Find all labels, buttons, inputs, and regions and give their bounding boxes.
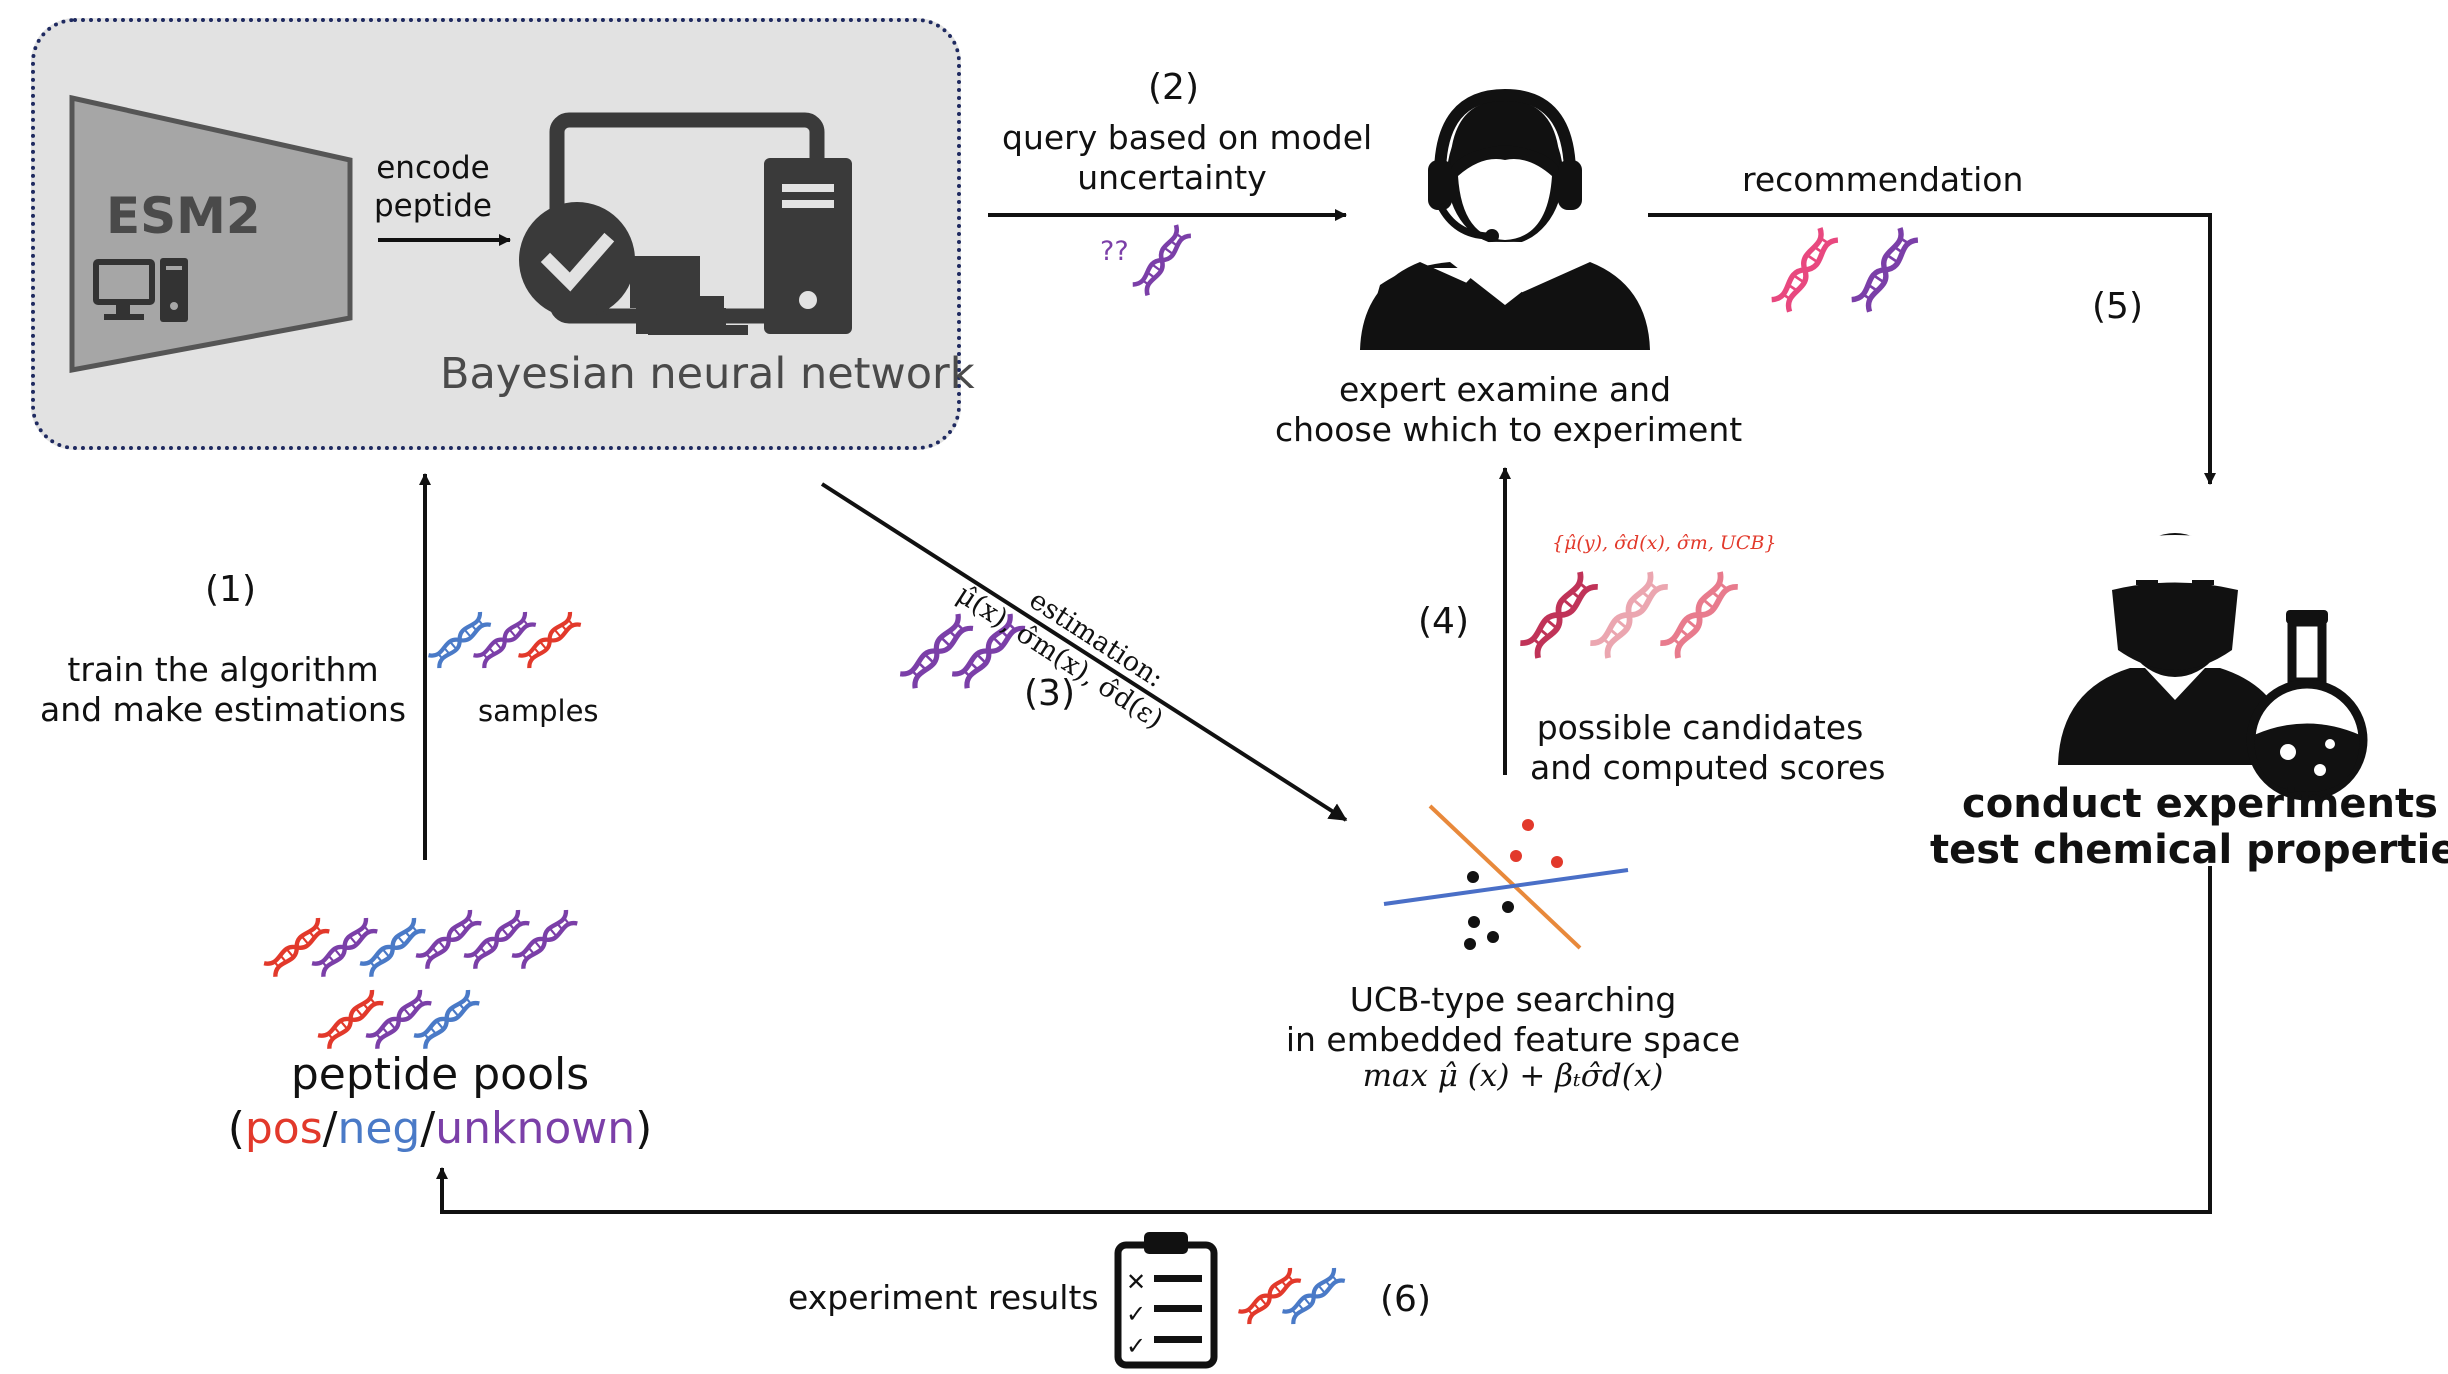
expert-text: expert examine and choose which to exper…	[1275, 370, 1743, 450]
step2-number: (2)	[1148, 67, 1199, 108]
pc-tower-icon	[764, 158, 852, 334]
monitor-check-icon	[519, 112, 825, 335]
step1-text: train the algorithm and make estimations	[39, 650, 407, 730]
headset-person-icon	[1360, 88, 1650, 350]
svg-text:✕: ✕	[1126, 1268, 1146, 1296]
encode-peptide-label: encode peptide	[374, 150, 492, 224]
dna-helix-icon	[900, 614, 973, 688]
dna-helix-icon	[1283, 1268, 1345, 1324]
ucb-text: UCB-type searching in embedded feature s…	[1285, 980, 1741, 1060]
samples-label: samples	[478, 694, 599, 728]
pools-close-paren: )	[635, 1103, 653, 1154]
recommendation-arrow	[1648, 213, 2216, 485]
ucb-formula: max μ̂ (x) + βₜσ̂d(x)	[1362, 1058, 1664, 1094]
pools-types: (pos/neg/unknown)	[180, 1102, 700, 1156]
pools-neg: neg	[337, 1103, 421, 1154]
dna-helix-icon	[1852, 228, 1918, 312]
uncertain-query-marks: ??	[1100, 236, 1129, 267]
computer-icon	[93, 258, 188, 322]
dna-helix-icon	[1772, 228, 1838, 312]
pools-pos: pos	[244, 1103, 323, 1154]
ucb-boundary-blue	[1383, 868, 1629, 906]
experiments-line2: test chemical properties	[1930, 827, 2448, 873]
svg-text:✓: ✓	[1126, 1300, 1146, 1328]
esm2-label: ESM2	[106, 187, 261, 245]
step2-text: query based on model uncertainty	[1002, 118, 1373, 198]
dna-helix-icon	[429, 612, 491, 668]
step3-number: (3)	[1024, 673, 1075, 714]
ucb-scatter-plot	[1383, 804, 1629, 950]
pools-slash-1: /	[322, 1103, 338, 1154]
dna-helix-icon	[474, 612, 536, 668]
dna-helix-icon	[519, 612, 581, 668]
ucb-boundary-orange	[1428, 804, 1582, 950]
results-arrow	[436, 866, 2212, 1214]
pools-open-paren: (	[227, 1103, 245, 1154]
step6-number: (6)	[1380, 1279, 1431, 1320]
experiment-results-label: experiment results	[788, 1278, 1099, 1317]
pools-unknown: unknown	[435, 1103, 636, 1154]
experiments-line1: conduct experiments	[1962, 781, 2438, 827]
step4-number: (4)	[1418, 601, 1469, 642]
dna-helix-icon	[1239, 1268, 1301, 1324]
estimation-arrow	[820, 482, 1348, 822]
recommendation-label: recommendation	[1742, 160, 2024, 199]
step1-number: (1)	[205, 569, 256, 610]
pools-slash-2: /	[420, 1103, 436, 1154]
peptide-pool-helices	[264, 910, 577, 1049]
flask-icon	[2246, 610, 2368, 801]
candidates-text: possible candidates and computed scores	[1530, 708, 1886, 788]
dna-helix-icon	[1520, 572, 1597, 658]
svg-text:✓: ✓	[1126, 1332, 1146, 1360]
masked-scientist-icon	[2058, 533, 2292, 765]
bnn-title: Bayesian neural network	[440, 349, 975, 399]
dna-helix-icon	[1660, 572, 1737, 658]
pools-title: peptide pools	[290, 1049, 590, 1100]
step5-number: (5)	[2092, 286, 2143, 327]
dna-helix-icon	[1133, 225, 1191, 295]
dna-helix-icon	[1590, 572, 1667, 658]
score-set-formula: {μ̂(y), σ̂d(x), σ̂m, UCB}	[1552, 532, 1777, 554]
clipboard-checklist-icon: ✕ ✓ ✓	[1114, 1232, 1218, 1369]
